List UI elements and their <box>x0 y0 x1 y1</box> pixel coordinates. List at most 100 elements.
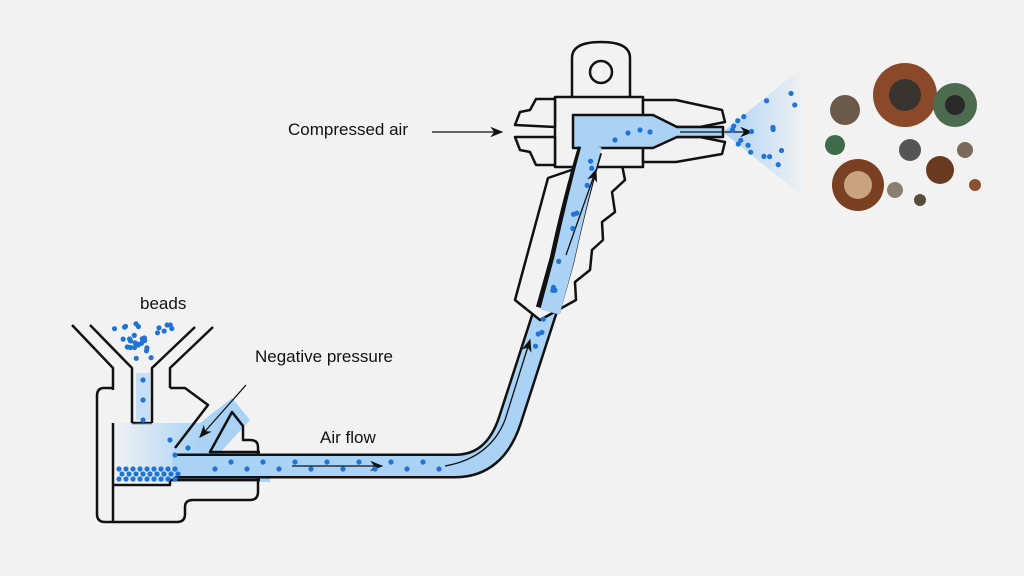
bead-dot <box>147 471 153 477</box>
bead-dot <box>119 471 125 477</box>
bead-dot <box>570 225 576 232</box>
bead-dot <box>778 147 785 154</box>
bead-dot <box>151 466 157 472</box>
hose <box>172 141 610 479</box>
bead-dot <box>165 466 171 472</box>
bead-dot <box>420 459 426 465</box>
bead-dot <box>574 210 580 216</box>
bead-dot <box>154 471 160 477</box>
bead-dot <box>775 162 781 168</box>
negative-pressure-arrow <box>199 384 247 438</box>
bead-dot <box>763 98 770 104</box>
bead-dot <box>111 326 118 332</box>
bead-dot <box>556 258 562 264</box>
bead-dot <box>735 141 741 147</box>
bead-dot <box>144 345 150 351</box>
bead-dot <box>154 330 161 336</box>
bead-dot <box>745 142 751 148</box>
bead-dot <box>788 90 794 97</box>
bead-dot <box>436 466 442 472</box>
bead-dot <box>158 466 164 472</box>
bead-dot <box>156 325 162 331</box>
bead-dot <box>292 459 298 465</box>
bead-dot <box>637 127 643 133</box>
bead-dot <box>133 321 139 327</box>
bead-dot <box>120 336 126 342</box>
hose-flow-arrow <box>444 338 532 467</box>
bead-dot <box>770 126 776 133</box>
bead-dot <box>123 466 129 472</box>
bead-dot <box>584 182 590 189</box>
bead-dot <box>144 466 150 472</box>
bead-dot <box>172 476 178 482</box>
bead-dot <box>167 322 173 328</box>
bead-dot <box>123 476 129 482</box>
bead-dot <box>244 466 250 472</box>
bead-dot <box>140 397 146 403</box>
bead-dot <box>121 324 128 330</box>
gun-flow-arrow <box>565 168 598 256</box>
bead-dot <box>647 129 653 135</box>
label-negative-pressure: Negative pressure <box>255 347 393 366</box>
bead-dot <box>587 158 594 164</box>
bead-dot <box>761 153 767 159</box>
bead-hopper <box>71 324 214 425</box>
bead-dot <box>738 137 744 143</box>
bead-particles <box>111 90 798 482</box>
bead-dot <box>144 476 150 482</box>
bead-dot <box>372 466 378 472</box>
bead-dot <box>792 102 798 108</box>
bead-dot <box>165 476 171 482</box>
bead-dot <box>260 459 266 465</box>
bead-dot <box>308 466 314 472</box>
bead-dot <box>748 149 754 155</box>
bead-dot <box>612 137 618 143</box>
bead-dot <box>324 459 330 465</box>
bead-dot <box>404 466 410 472</box>
bead-dot <box>731 123 737 129</box>
bead-dot <box>539 329 545 336</box>
bead-dot <box>185 445 191 451</box>
bead-dot <box>130 466 136 472</box>
bead-dot <box>167 437 173 443</box>
bead-dot <box>340 466 346 472</box>
bead-dot <box>212 466 218 472</box>
bead-dot <box>131 344 138 351</box>
bead-dot <box>116 476 122 482</box>
bead-dot <box>148 355 154 361</box>
bead-dot <box>735 118 741 124</box>
blast-gun <box>513 40 727 322</box>
bead-dot <box>589 165 595 171</box>
label-beads: beads <box>140 294 187 313</box>
bead-dot <box>131 332 137 338</box>
bead-dot <box>141 335 148 341</box>
bead-dot <box>741 113 747 120</box>
bead-dot <box>532 343 539 349</box>
bead-dot <box>172 452 178 458</box>
bead-dot <box>126 471 132 477</box>
bead-dot <box>276 466 282 472</box>
bead-dot <box>158 476 164 482</box>
bead-dot <box>140 377 146 383</box>
bead-dot <box>140 417 146 423</box>
bead-dot <box>130 476 136 482</box>
bead-dot <box>127 344 133 351</box>
bead-dot <box>228 459 234 465</box>
bead-dot <box>151 476 157 482</box>
spray-cone <box>723 65 805 198</box>
bead-dot <box>133 355 139 361</box>
bead-dot <box>625 130 631 136</box>
bead-dot <box>161 328 167 334</box>
machine-parts-image <box>825 63 981 211</box>
bead-dot <box>748 128 755 135</box>
bead-dot <box>388 459 394 465</box>
label-air-flow: Air flow <box>320 428 376 447</box>
label-compressed-air: Compressed air <box>288 120 408 139</box>
bead-dot <box>137 476 143 482</box>
bead-dot <box>175 471 181 477</box>
bead-dot <box>133 471 139 477</box>
bead-dot <box>168 471 174 477</box>
bead-dot <box>161 471 167 477</box>
